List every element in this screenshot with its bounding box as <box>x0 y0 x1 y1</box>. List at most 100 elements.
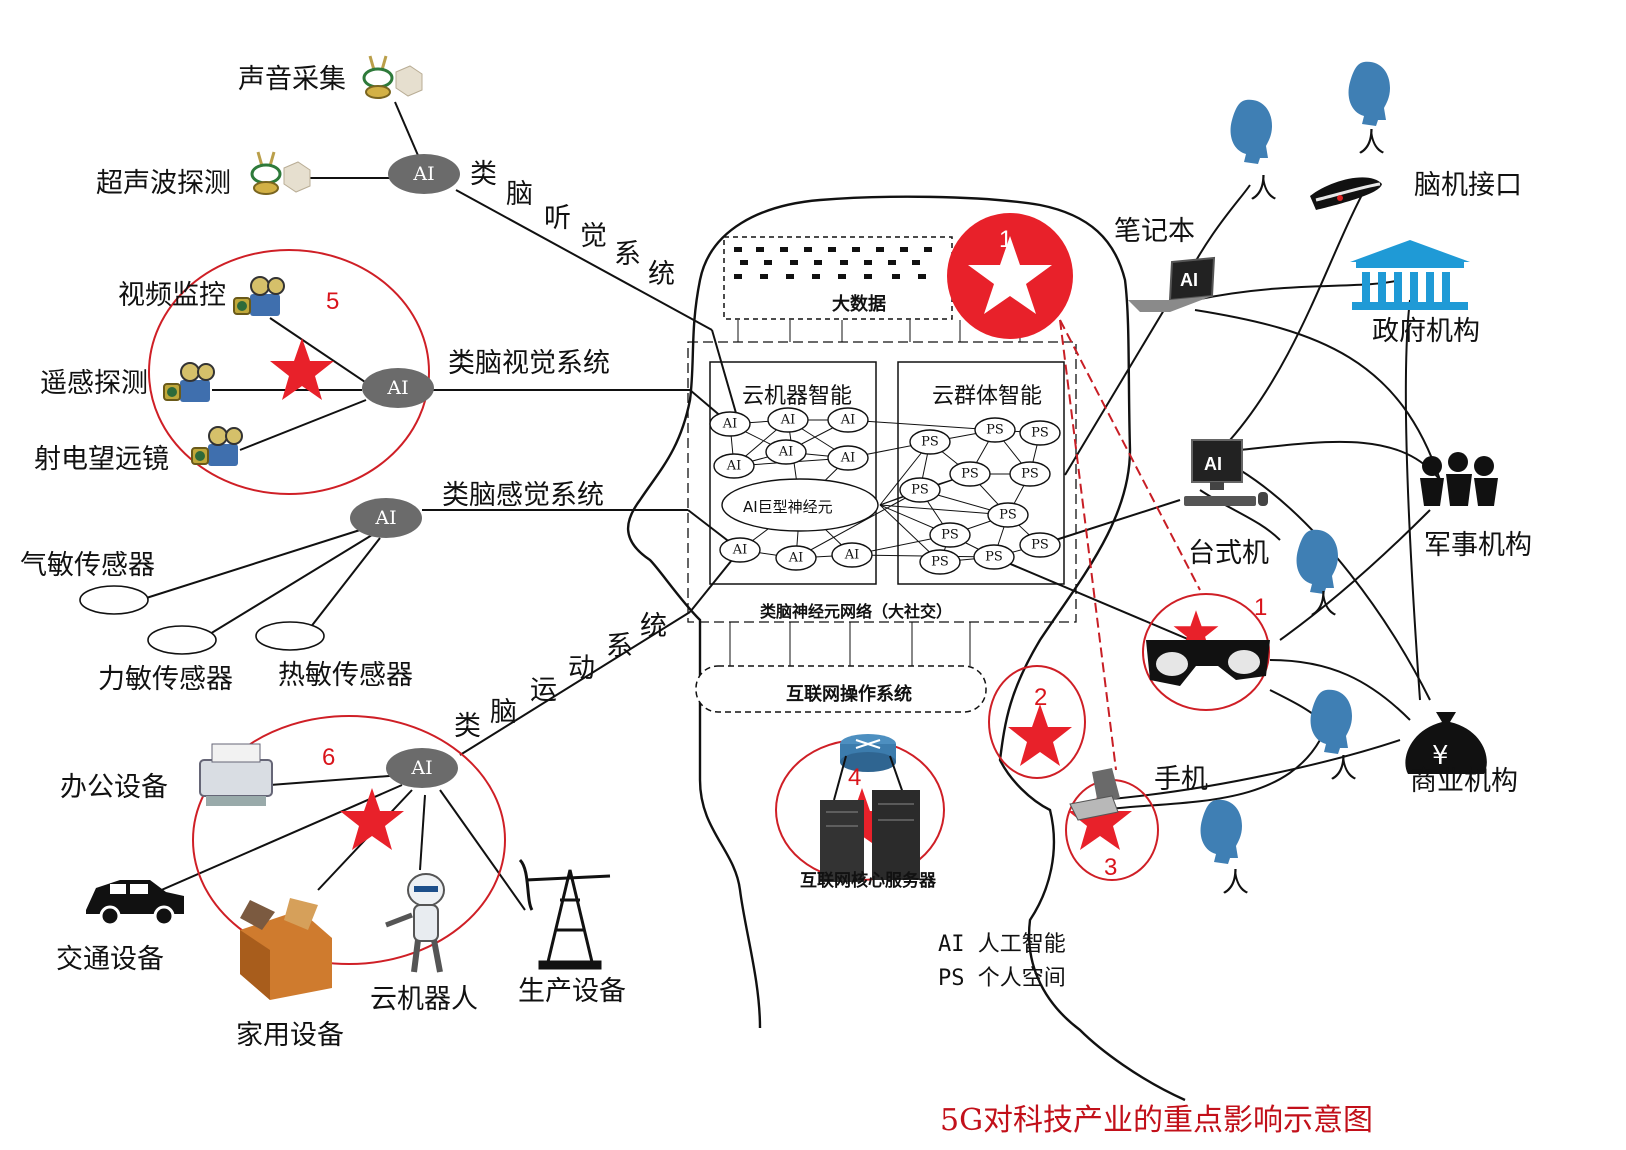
auditory-system-char: 系 <box>614 239 641 270</box>
label-phone: 手机 <box>1154 764 1208 795</box>
ps-node: PS <box>961 466 979 482</box>
label-person: 人 <box>1310 590 1337 621</box>
ai-node: AI <box>778 444 794 460</box>
ai-node: AI <box>840 412 856 428</box>
svg-text:¥: ¥ <box>1432 741 1449 771</box>
box-icon <box>240 898 332 1000</box>
auditory-system-char: 类 <box>470 159 497 190</box>
ps-node: PS <box>1031 537 1049 553</box>
internet-os-box <box>695 665 987 713</box>
ps-node: PS <box>985 549 1003 565</box>
internet-os-title: 互联网操作系统 <box>786 684 912 705</box>
label-home-equipment: 家用设备 <box>236 1020 344 1051</box>
label-cloud-robot: 云机器人 <box>370 984 478 1015</box>
core-server-title: 互联网核心服务器 <box>800 871 936 891</box>
government-building-icon <box>1350 240 1470 310</box>
robot-icon <box>385 873 445 973</box>
auditory-system-char: 听 <box>544 203 571 234</box>
circle-6 <box>192 715 506 965</box>
oil-pump-icon <box>518 858 611 970</box>
label-person: 人 <box>1358 128 1385 159</box>
ai-node: AI <box>726 458 742 474</box>
ps-node: PS <box>1021 466 1039 482</box>
head-outline <box>626 195 1186 1102</box>
label-business: 商业机构 <box>1410 766 1518 797</box>
number-6: 6 <box>322 744 336 771</box>
printer-icon <box>199 743 273 806</box>
motor-system-char: 系 <box>606 631 633 662</box>
server-icon <box>820 790 920 882</box>
phone-icon <box>1069 768 1120 821</box>
motor-system-char: 统 <box>640 611 667 642</box>
headset-icon <box>1310 177 1382 210</box>
desktop-icon: AI <box>1184 439 1268 506</box>
giant-neuron-label: AI巨型神经元 <box>743 498 833 516</box>
label-force-sensor: 力敏传感器 <box>98 664 233 695</box>
big-data-title: 大数据 <box>832 294 886 315</box>
car-icon <box>86 880 184 927</box>
motor-system-char: 脑 <box>490 697 517 728</box>
label-person: 人 <box>1330 754 1357 785</box>
ai-hub-node: AI <box>375 507 397 529</box>
label-person: 人 <box>1250 174 1277 205</box>
motor-system-char: 动 <box>568 653 595 684</box>
ai-hub-node: AI <box>387 377 409 399</box>
number-4: 4 <box>848 764 862 791</box>
ai-node: AI <box>722 416 738 432</box>
ai-hub-node: AI <box>413 163 435 185</box>
ai-hub-node: AI <box>411 757 433 779</box>
ai-node: AI <box>780 412 796 428</box>
ai-node: AI <box>788 550 804 566</box>
ps-node: PS <box>999 507 1017 523</box>
legend-ai: AI 人工智能 <box>938 932 1066 957</box>
vr-glasses-icon: AI <box>1146 640 1270 694</box>
diagram-caption: 5G对科技产业的重点影响示意图 <box>940 1103 1374 1138</box>
circle-1b <box>1142 593 1270 711</box>
label-sensory-system: 类脑感觉系统 <box>442 480 604 511</box>
router-icon <box>840 734 896 772</box>
money-bag-icon: ¥ <box>1405 712 1487 774</box>
label-laptop: 笔记本 <box>1114 216 1195 247</box>
label-ultrasound: 超声波探测 <box>96 168 231 199</box>
label-sound-capture: 声音采集 <box>238 64 346 95</box>
label-bci: 脑机接口 <box>1414 170 1522 201</box>
number-5: 5 <box>326 288 340 315</box>
label-heat-sensor: 热敏传感器 <box>278 660 413 691</box>
svg-text:AI: AI <box>1204 454 1222 474</box>
label-production-equipment: 生产设备 <box>518 976 626 1007</box>
ps-node: PS <box>986 422 1004 438</box>
number-3: 3 <box>1104 854 1118 881</box>
circle-2 <box>988 665 1086 779</box>
auditory-system-char: 觉 <box>580 221 607 252</box>
sensor-icon <box>79 585 149 615</box>
legend-ps: PS 个人空间 <box>938 966 1066 991</box>
circle-5 <box>148 249 430 495</box>
laptop-icon: AI <box>1128 256 1216 312</box>
label-traffic-equipment: 交通设备 <box>56 944 164 975</box>
neural-net-title: 类脑神经元网络（大社交） <box>760 602 953 621</box>
label-visual-system: 类脑视觉系统 <box>448 348 610 379</box>
label-government: 政府机构 <box>1372 316 1480 347</box>
label-radio-telescope: 射电望远镜 <box>34 444 169 475</box>
auditory-system-char: 脑 <box>506 179 533 210</box>
ps-node: PS <box>1031 425 1049 441</box>
number-2: 2 <box>1034 684 1048 711</box>
label-remote-sensing: 遥感探测 <box>40 368 148 399</box>
ai-node: AI <box>840 450 856 466</box>
svg-text:AI: AI <box>1190 677 1205 694</box>
label-person: 人 <box>1222 868 1249 899</box>
cloud-group-title: 云群体智能 <box>932 384 1043 409</box>
cloud-machine-title: 云机器智能 <box>742 384 853 409</box>
number-1: 1 <box>999 226 1013 253</box>
motor-system-char: 运 <box>530 675 557 706</box>
ps-node: PS <box>911 482 929 498</box>
number-1b: 1 <box>1254 594 1268 621</box>
label-video-monitor: 视频监控 <box>118 280 226 311</box>
ps-node: PS <box>931 554 949 570</box>
motor-system-char: 类 <box>454 711 481 742</box>
svg-text:AI: AI <box>1180 270 1198 290</box>
label-desktop: 台式机 <box>1188 538 1269 569</box>
ai-node: AI <box>732 542 748 558</box>
label-office-equipment: 办公设备 <box>60 772 168 803</box>
